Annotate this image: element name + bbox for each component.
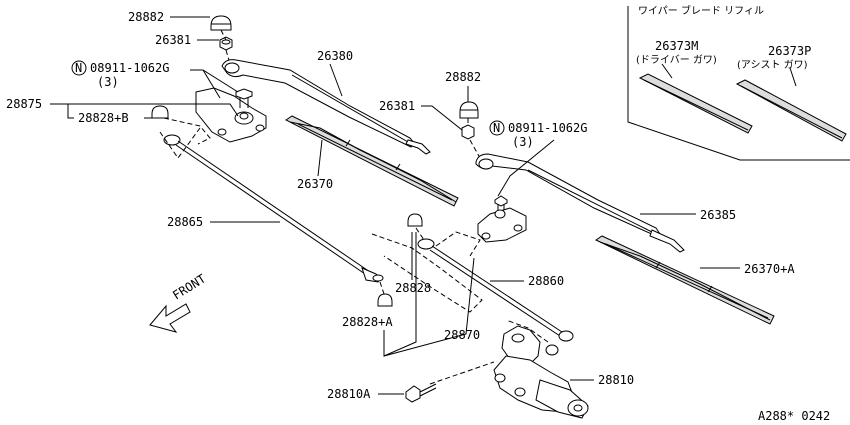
label-28882-right: 28882 <box>445 70 481 84</box>
linkage-rod-28860 <box>417 238 574 342</box>
label-28882-left: 28882 <box>128 10 164 24</box>
label-26373p: 26373P <box>768 44 811 58</box>
front-arrow-icon: FRONT <box>149 272 208 333</box>
grommet-28828b <box>151 105 169 119</box>
wiper-motor-28810 <box>493 325 589 419</box>
doc-code: A288* 0242 <box>758 409 830 423</box>
label-28810a: 28810A <box>327 387 371 401</box>
pivot-bracket-left <box>195 87 267 143</box>
refill-assist <box>735 79 847 142</box>
n-symbol-left: N <box>75 61 82 75</box>
nut-26381-right <box>461 124 475 140</box>
n-symbol-right: N <box>493 121 500 135</box>
label-28865: 28865 <box>167 215 203 229</box>
wiper-blade-26370a <box>594 235 775 325</box>
label-08911-left: 08911-1062G <box>90 61 169 75</box>
wiper-arm-26380 <box>221 59 431 155</box>
label-28828a: 28828+A <box>342 315 393 329</box>
grommet-28828 <box>407 213 423 227</box>
cap-28882-left <box>210 15 232 31</box>
wiper-blade-26370 <box>285 115 459 207</box>
label-26373m: 26373M <box>655 39 698 53</box>
label-28828: 28828 <box>395 281 431 295</box>
nut-callout-right: N 08911-1062G (3) <box>489 120 587 197</box>
label-28875: 28875 <box>6 97 42 111</box>
label-26385: 26385 <box>700 208 736 222</box>
label-26373p-sub: (アシスト ガワ) <box>737 59 808 71</box>
refill-inset: ワイパー ブレード リフィル 26373M (ドライバー ガワ) 26373P … <box>627 4 850 161</box>
cap-28882-right <box>459 101 479 119</box>
label-28828b: 28828+B <box>78 111 129 125</box>
grommet-28828a <box>377 293 393 307</box>
label-26370a: 26370+A <box>744 262 795 276</box>
pivot-bracket-right <box>477 195 527 243</box>
label-26370: 26370 <box>297 177 333 191</box>
label-26373m-sub: (ドライバー ガワ) <box>636 54 717 66</box>
label-28860: 28860 <box>528 274 564 288</box>
front-label: FRONT <box>170 272 208 303</box>
label-28810: 28810 <box>598 373 634 387</box>
wiper-arm-26385 <box>475 153 685 253</box>
label-26380: 26380 <box>317 49 353 63</box>
label-26381-right: 26381 <box>379 99 415 113</box>
refill-title: ワイパー ブレード リフィル <box>638 4 764 17</box>
nut-callout-left: N 08911-1062G (3) <box>71 60 239 99</box>
label-qty-right: (3) <box>512 135 534 149</box>
linkage-rod-28865 <box>163 134 384 283</box>
label-qty-left: (3) <box>97 75 119 89</box>
bolt-28810a <box>405 383 437 403</box>
refill-driver <box>638 73 753 134</box>
label-26381-left: 26381 <box>155 33 191 47</box>
label-08911-right: 08911-1062G <box>508 121 587 135</box>
